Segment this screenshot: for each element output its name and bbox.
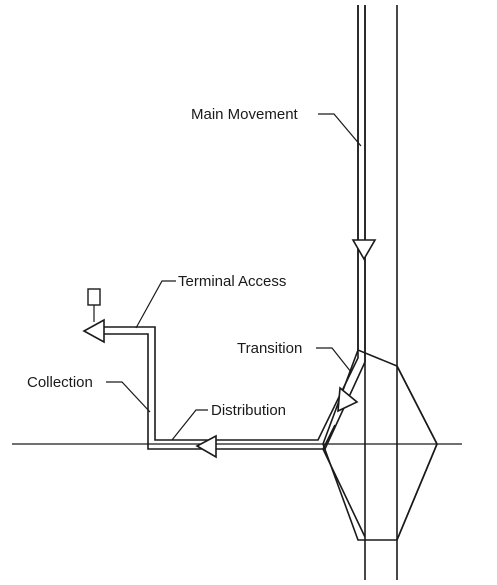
label-main-movement: Main Movement bbox=[191, 106, 299, 123]
leader-transition bbox=[316, 347, 352, 373]
leader-main-movement bbox=[318, 113, 362, 147]
flow-path-inner bbox=[100, 5, 366, 450]
label-collection: Collection bbox=[27, 374, 93, 391]
flow-path-outer bbox=[100, 5, 359, 441]
label-terminal-access: Terminal Access bbox=[178, 273, 286, 290]
leader-distribution bbox=[171, 409, 208, 441]
leader-terminal-access bbox=[135, 280, 176, 329]
transition-arrow-icon bbox=[337, 386, 359, 413]
interchange-diamond-right bbox=[396, 365, 438, 541]
interchange-diamond-left bbox=[322, 424, 366, 538]
distribution-arrow-icon bbox=[195, 434, 217, 459]
label-distribution: Distribution bbox=[211, 402, 286, 419]
main-movement-arrow-icon bbox=[351, 239, 377, 261]
terminal-building-icon bbox=[87, 288, 101, 306]
label-transition: Transition bbox=[237, 340, 302, 357]
interchange-diamond bbox=[322, 348, 438, 541]
terminal-access-arrow-icon bbox=[82, 318, 105, 344]
leader-collection bbox=[106, 381, 151, 413]
